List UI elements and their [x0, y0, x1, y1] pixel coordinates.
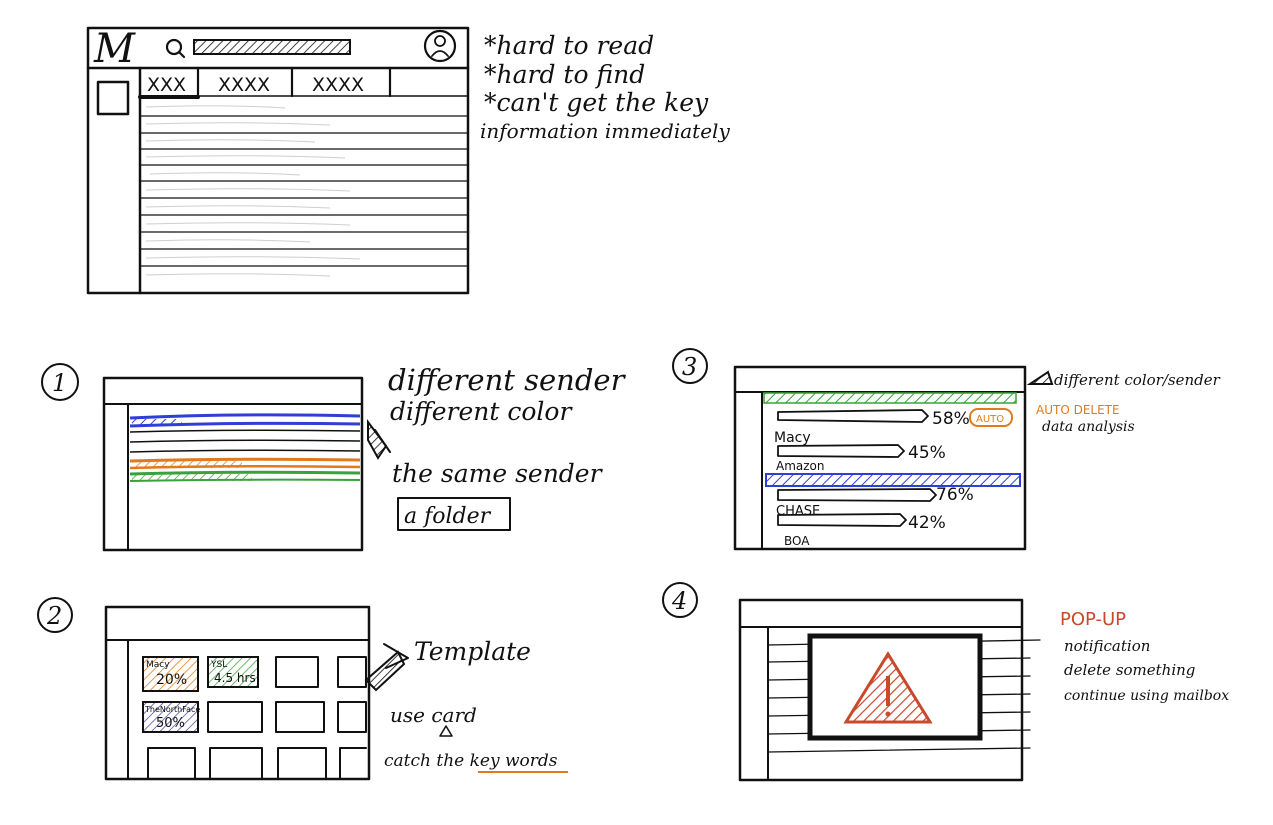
row-2-label: Amazon	[776, 459, 825, 473]
sketch-1-number: 1	[52, 369, 67, 397]
card-ysl	[207, 656, 259, 688]
card-3-title: TheNorthFace	[144, 705, 200, 714]
main-note-1: *hard to read	[484, 31, 654, 60]
row-1-value: 58%	[932, 409, 970, 429]
sketch-3-note-3: data analysis	[1042, 419, 1135, 435]
folder-label: a folder	[404, 504, 492, 529]
sidebar-square	[96, 80, 130, 116]
main-note-2: *hard to find	[484, 60, 645, 89]
sketch-2-note-1: Template	[414, 637, 531, 666]
sketch-3-number: 3	[682, 353, 697, 381]
avatar-icon	[423, 29, 457, 63]
sketch-1-note-1: different sender	[388, 363, 627, 397]
main-note-3: *can't get the key	[484, 88, 709, 117]
card-2-title: YSL	[210, 660, 227, 670]
card-1-value: 20%	[156, 672, 187, 688]
main-note-4: information immediately	[480, 119, 730, 143]
card-3-value: 50%	[156, 716, 185, 731]
sketch-3-note-2: AUTO DELETE	[1036, 403, 1120, 417]
sketch-2-card-template: 2 Macy 20% YSL 4.5 hrs TheNorthFace 50% …	[37, 597, 568, 781]
card-1-title: Macy	[146, 660, 170, 670]
main-mailbox-sketch: M XXX XXXX XXXX	[86, 26, 730, 295]
main-list-rows	[139, 105, 469, 277]
search-icon	[165, 38, 186, 59]
row-1-label: Macy	[774, 430, 811, 446]
logo-m: M	[93, 26, 136, 72]
row-2-value: 45%	[908, 443, 946, 463]
auto-badge-label: AUTO	[976, 414, 1004, 425]
sketch-3-data-analysis: 3 58% AUTO Macy 45% Amazon 76% CHASE 42%…	[672, 348, 1221, 551]
arrow-icon	[367, 419, 391, 460]
sketch-4-note-3: delete something	[1064, 661, 1195, 679]
sketch-2-note-3: catch the key words	[384, 751, 558, 771]
card-2-value: 4.5 hrs	[214, 671, 256, 685]
sketch-2-number: 2	[46, 602, 62, 630]
card-northface	[142, 701, 199, 733]
row-4-value: 42%	[908, 513, 946, 533]
sketch-4-note-1: POP-UP	[1060, 609, 1126, 630]
tab-2: XXXX	[218, 74, 270, 96]
row-3-value: 76%	[936, 485, 974, 505]
sketch-2-note-2: use card	[390, 703, 477, 727]
arrow-icon	[1026, 370, 1054, 385]
row-4-label: BOA	[784, 534, 810, 548]
arrow-icon	[364, 643, 409, 692]
row-3-label: CHASE	[776, 504, 820, 519]
sketch-1-color-senders: 1 different sender different color the s…	[41, 363, 627, 552]
sketch-1-note-3: the same sender	[392, 459, 604, 488]
sketch-1-note-2: different color	[390, 397, 573, 426]
sketch-4-note-4: continue using mailbox	[1064, 688, 1229, 704]
card-macy	[142, 656, 199, 692]
auto-badge	[969, 408, 1013, 427]
sketch-4-note-2: notification	[1064, 637, 1150, 655]
sketch-4-number: 4	[671, 587, 687, 615]
tab-3: XXXX	[312, 74, 364, 96]
warning-icon	[843, 651, 933, 724]
sketch-3-note-1: different color/sender	[1054, 371, 1221, 389]
search-bar	[193, 39, 351, 55]
sketch-4-popup: 4 POP-UP notification delete something c…	[662, 582, 1229, 782]
tab-1: XXX	[147, 74, 186, 96]
